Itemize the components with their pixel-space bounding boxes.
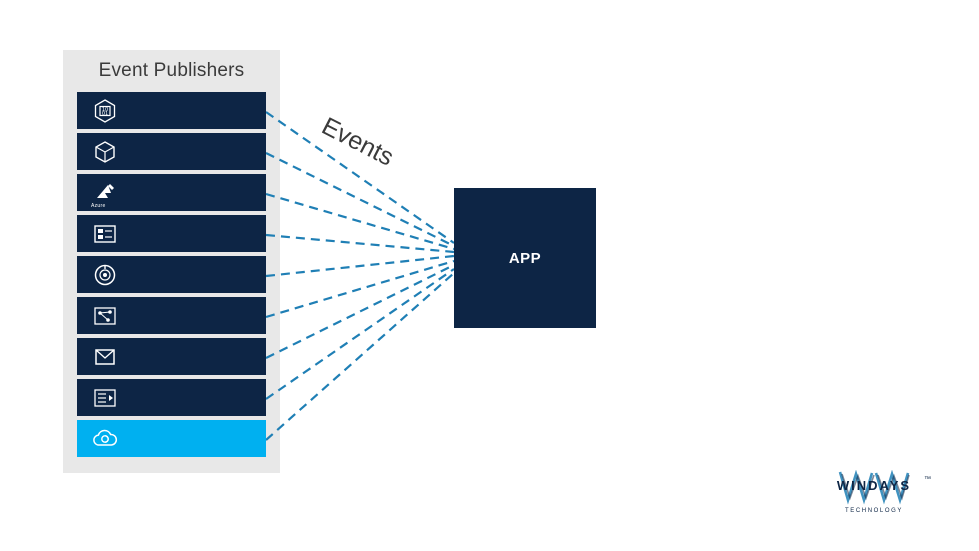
media-services-icon (77, 379, 133, 416)
publisher-list: 10 01 Azure (77, 92, 266, 461)
page-title: Event Publishers (98, 60, 245, 81)
publisher-tile-custom-topic[interactable] (77, 420, 266, 457)
logo-name: WINDAYS (836, 478, 912, 493)
svg-text:01: 01 (102, 111, 108, 117)
storage-blob-icon (77, 338, 133, 375)
app-box-label: APP (508, 249, 542, 267)
publisher-tile-azure-sublabel: Azure (91, 203, 106, 209)
logo-trademark: ™ (924, 476, 931, 483)
iot-hub-icon: 10 01 (77, 92, 133, 129)
logo-subtitle: TECHNOLOGY (844, 508, 903, 514)
publisher-tile-media-services[interactable] (77, 379, 266, 416)
service-bus-icon (77, 297, 133, 334)
azure-subscription-icon (77, 174, 133, 211)
event-hub-icon (77, 256, 133, 293)
logo-w-mark (838, 470, 910, 505)
container-registry-icon (77, 133, 133, 170)
resource-group-icon (77, 215, 133, 252)
publisher-tile-container-registry[interactable] (77, 133, 266, 170)
publisher-tile-azure-subscription[interactable]: Azure (77, 174, 266, 211)
svg-text:10: 10 (102, 107, 108, 113)
publisher-tile-event-hub[interactable] (77, 256, 266, 293)
windays-logo: WINDAYS ™ TECHNOLOGY (824, 470, 934, 526)
events-label: Events (317, 112, 399, 172)
custom-topic-cloud-icon (77, 420, 133, 457)
app-box: APP (454, 188, 596, 328)
publisher-tile-service-bus[interactable] (77, 297, 266, 334)
publisher-tile-resource-group[interactable] (77, 215, 266, 252)
publisher-tile-iot-hub[interactable]: 10 01 (77, 92, 266, 129)
publisher-tile-storage-blob[interactable] (77, 338, 266, 375)
